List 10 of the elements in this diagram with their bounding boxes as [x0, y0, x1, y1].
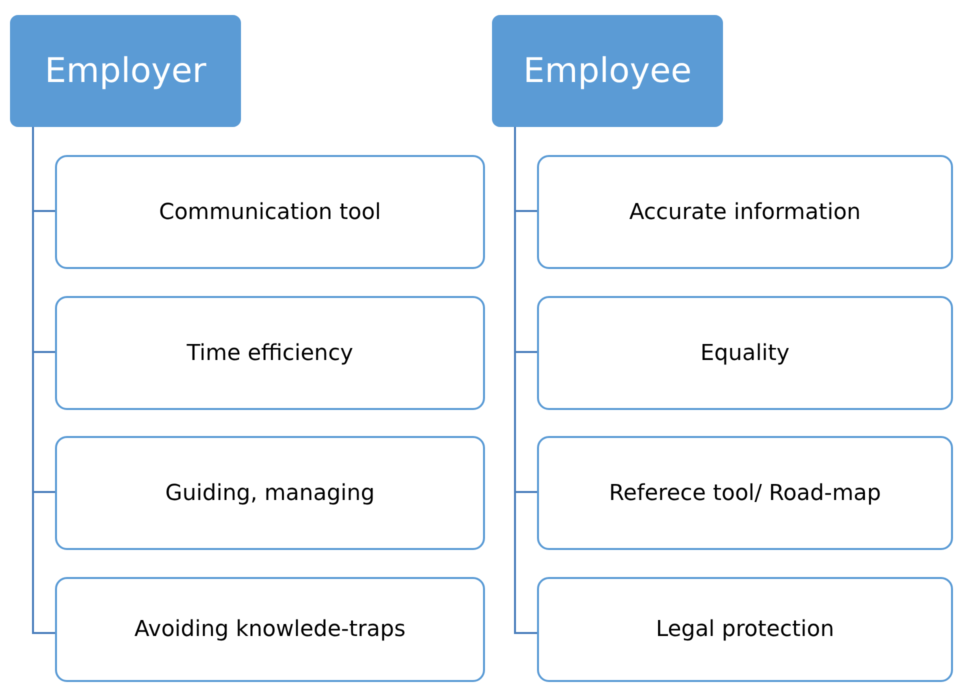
item-box: Equality	[537, 296, 953, 410]
item-box: Avoiding knowlede-traps	[55, 577, 485, 682]
item-box: Time efficiency	[55, 296, 485, 410]
header-box: Employee	[492, 15, 723, 127]
item-box: Communication tool	[55, 155, 485, 269]
item-box: Guiding, managing	[55, 436, 485, 550]
item-box: Accurate information	[537, 155, 953, 269]
header-box: Employer	[10, 15, 241, 127]
item-box: Referece tool/ Road-map	[537, 436, 953, 550]
item-box: Legal protection	[537, 577, 953, 682]
